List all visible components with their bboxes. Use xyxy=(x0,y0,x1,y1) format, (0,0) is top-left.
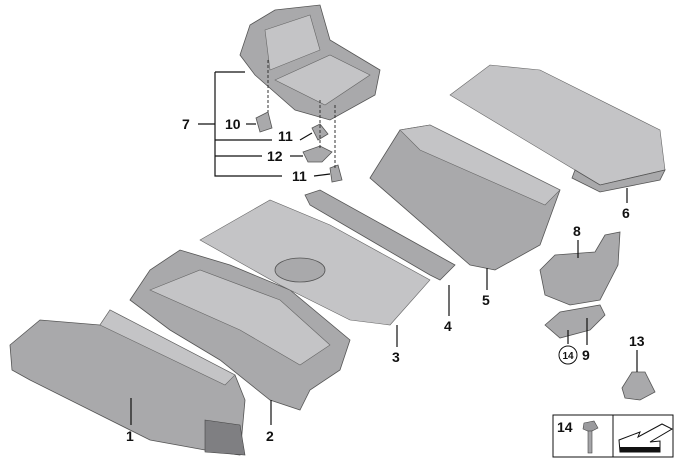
part-8-wheelhouse-bracket[interactable] xyxy=(539,231,621,306)
part-12-mount[interactable] xyxy=(302,145,333,163)
callout-12: 12 xyxy=(267,148,283,164)
legend-box: 14 xyxy=(552,414,674,458)
part-7-battery-tray[interactable] xyxy=(239,4,381,121)
callout-5: 5 xyxy=(482,292,490,308)
callout-4: 4 xyxy=(444,318,452,334)
callout-14-circle xyxy=(558,345,578,365)
part-9-bracket[interactable] xyxy=(544,304,606,339)
bolt-icon xyxy=(582,420,599,454)
part-10-bracket[interactable] xyxy=(255,111,273,133)
callout-10: 10 xyxy=(225,116,241,132)
callout-9: 9 xyxy=(582,347,590,363)
part-5-trunk-floor[interactable] xyxy=(369,124,561,271)
callout-8: 8 xyxy=(573,223,581,239)
part-3-floor-pan[interactable] xyxy=(199,199,431,326)
part-1-floor-section[interactable] xyxy=(9,309,246,456)
callout-14-circled: 14 xyxy=(562,351,574,362)
callout-11-upper: 11 xyxy=(278,128,293,144)
callout-7: 7 xyxy=(182,116,190,132)
part-13-nut-plate[interactable] xyxy=(621,371,656,401)
callout-3: 3 xyxy=(392,349,400,365)
direction-arrow-icon xyxy=(618,423,674,453)
part-11-clip-lower[interactable] xyxy=(329,164,343,183)
callout-1: 1 xyxy=(126,428,134,444)
legend-part-number: 14 xyxy=(557,419,573,435)
callout-11-lower: 11 xyxy=(292,168,307,184)
callout-2: 2 xyxy=(266,428,274,444)
part-6-rear-panel[interactable] xyxy=(449,64,666,193)
callout-6: 6 xyxy=(622,205,630,221)
callout-13: 13 xyxy=(629,333,645,349)
part-4-side-rail[interactable] xyxy=(304,189,456,281)
part-2-center-floor[interactable] xyxy=(129,249,351,411)
